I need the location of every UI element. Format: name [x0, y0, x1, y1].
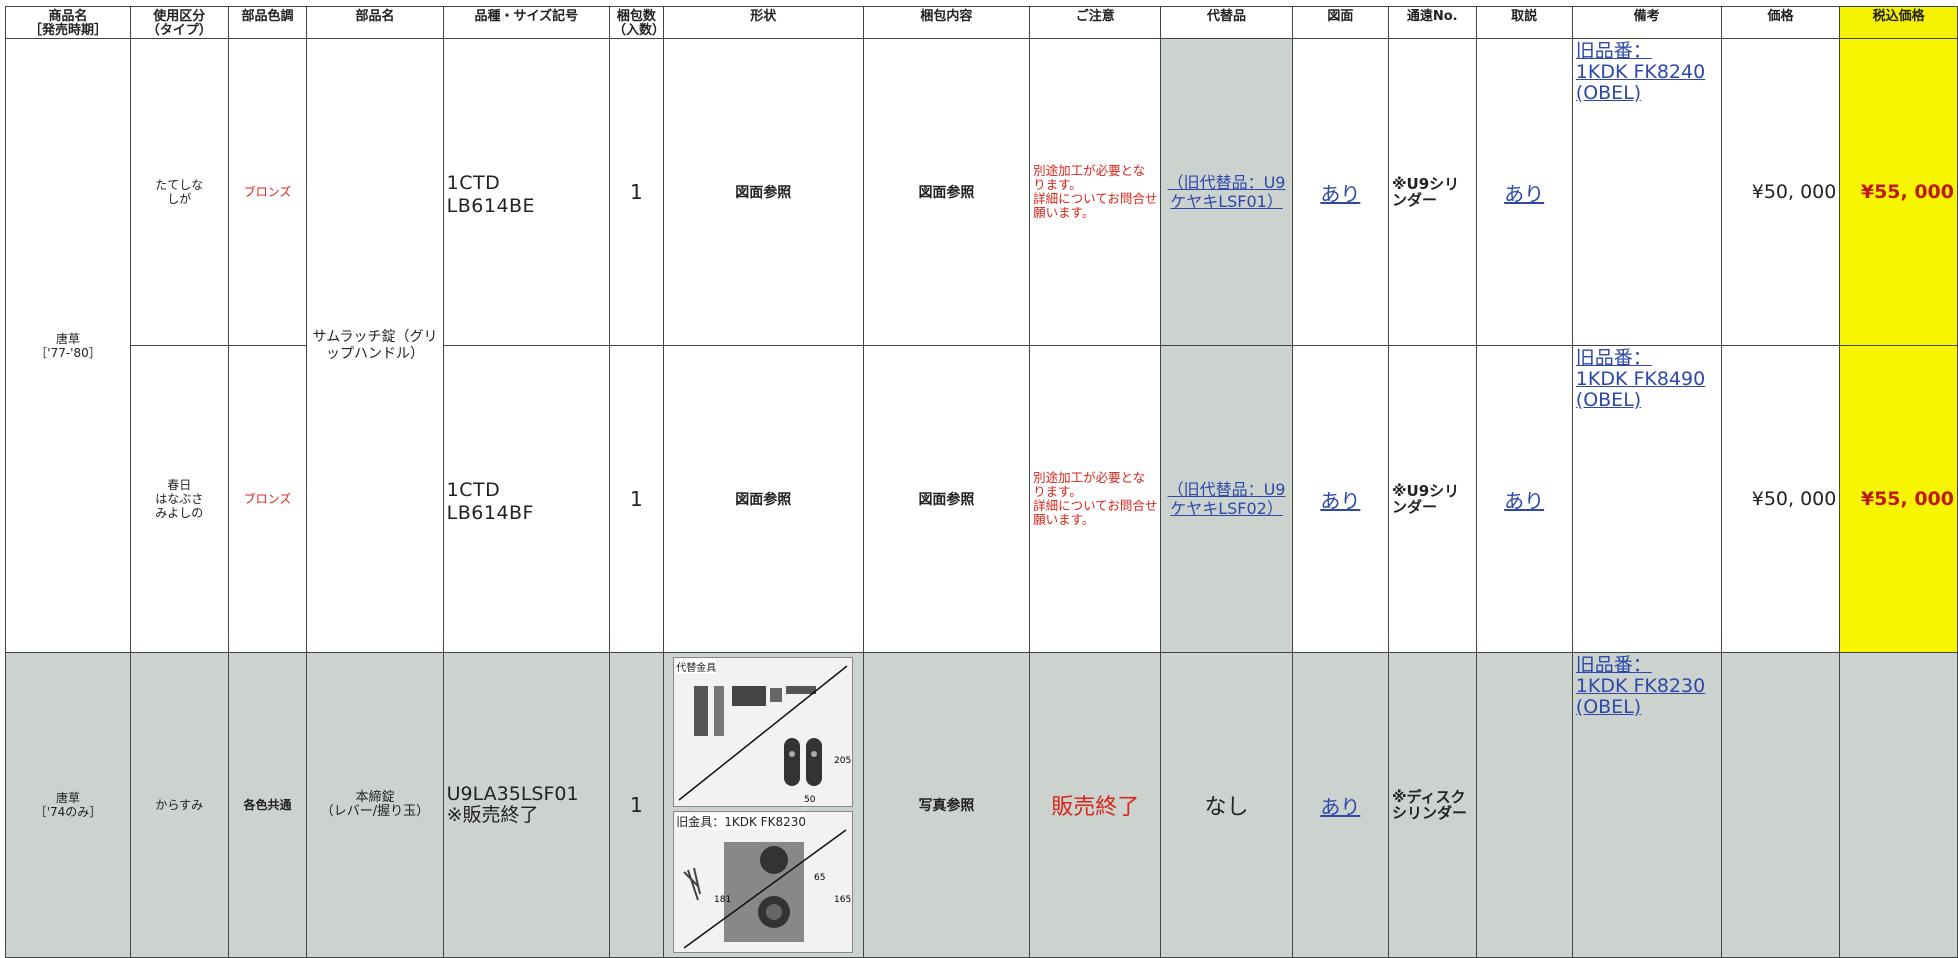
dim-label: 205: [834, 756, 851, 766]
old-hardware-drawing: 181 65 165: [683, 829, 851, 949]
table-row: 春日 はなぶさ みよしの ブロンズ 1CTD LB614BF 1 図面参照 図面…: [6, 345, 1958, 653]
price-cell: ¥50, 000: [1720, 345, 1841, 653]
price-cell: [1720, 652, 1841, 958]
part-name-cell: 本締錠 （レバー/握り玉）: [306, 652, 444, 958]
contents-cell: 図面参照: [862, 38, 1031, 346]
tax-price-cell: ¥55, 000: [1839, 345, 1958, 653]
manual-link[interactable]: あり: [1504, 181, 1545, 206]
contents-cell: 写真参照: [862, 652, 1031, 958]
type-cell: 春日 はなぶさ みよしの: [130, 345, 229, 653]
table-row: 唐草 ［'74のみ］ からすみ 各色共通 本締錠 （レバー/握り玉） U9LA3…: [4, 652, 1958, 958]
part-name-cell: サムラッチ錠（グリップハンドル）: [306, 38, 444, 653]
code-cell: U9LA35LSF01 ※販売終了: [442, 652, 610, 958]
dim-label: 165: [834, 895, 851, 905]
type-cell: からすみ: [130, 652, 229, 958]
qty-cell: 1: [608, 38, 664, 346]
photo-label-top: 代替金具: [676, 659, 717, 674]
substitute-link[interactable]: （旧代替品：U9ケヤキLSF02）: [1167, 480, 1286, 518]
header-remark: 備考: [1571, 6, 1722, 39]
replacement-hardware-photo: 代替金具 205 50: [673, 657, 854, 807]
header-shape: 形状: [662, 6, 864, 39]
substitute-cell: なし: [1160, 652, 1293, 958]
header-code: 品種・サイズ記号: [442, 6, 610, 39]
qty-cell: 1: [608, 652, 664, 958]
manual-cell: あり: [1475, 38, 1573, 346]
contents-cell: 図面参照: [862, 345, 1031, 653]
caution-cell: 別途加工が必要となります。 詳細についてお問合せ願います。: [1029, 38, 1162, 346]
hardware-photos: 代替金具 205 50: [673, 657, 854, 953]
product-name-cell: 唐草 ［'77-'80］: [4, 38, 132, 653]
drawing-link[interactable]: あり: [1320, 181, 1361, 206]
drawing-cell: あり: [1291, 652, 1389, 958]
manual-cell: [1475, 652, 1573, 958]
manual-cell: あり: [1475, 345, 1573, 653]
cylinder-cell: ※U9シリンダー: [1387, 345, 1477, 653]
drawing-cell: あり: [1291, 345, 1389, 653]
caution-cell: 販売終了: [1029, 652, 1162, 958]
remark-link[interactable]: 旧品番： 1KDK FK8240 (OBEL): [1575, 40, 1706, 104]
product-name-cell: 唐草 ［'74のみ］: [4, 652, 132, 958]
header-manual: 取説: [1475, 6, 1573, 39]
type-cell: たてしな しが: [130, 38, 229, 346]
drawing-cell: あり: [1291, 38, 1389, 346]
drawing-link[interactable]: あり: [1320, 794, 1361, 819]
remark-cell: 旧品番： 1KDK FK8230 (OBEL): [1571, 652, 1722, 958]
header-part-name: 部品名: [306, 6, 444, 39]
header-price: 価格: [1720, 6, 1841, 39]
header-type: 使用区分 （タイプ）: [130, 6, 229, 39]
color-cell: ブロンズ: [227, 38, 308, 346]
cylinder-cell: ※U9シリンダー: [1387, 38, 1477, 346]
remark-cell: 旧品番： 1KDK FK8490 (OBEL): [1571, 345, 1722, 653]
header-tax-price: 税込価格: [1839, 6, 1958, 39]
header-contents: 梱包内容: [862, 6, 1031, 39]
tax-price-cell: ¥55, 000: [1839, 38, 1958, 346]
qty-cell: 1: [608, 345, 664, 653]
header-drawing: 図面: [1291, 6, 1389, 39]
shape-photo-cell: 代替金具 205 50: [662, 652, 864, 958]
header-product: 商品名 ［発売時期］: [4, 6, 132, 39]
price-cell: ¥50, 000: [1720, 38, 1841, 346]
color-cell: 各色共通: [227, 652, 308, 958]
dim-label: 181: [714, 895, 731, 905]
header-caution: ご注意: [1029, 6, 1162, 39]
header-substitute: 代替品: [1160, 6, 1293, 39]
shape-cell: 図面参照: [662, 38, 864, 346]
shape-cell: 図面参照: [662, 345, 864, 653]
cylinder-cell: ※ディスクシリンダー: [1387, 652, 1477, 958]
color-cell: ブロンズ: [227, 345, 308, 653]
part-name-text: サムラッチ錠（グリップハンドル）: [312, 328, 438, 362]
old-hardware-photo: 旧金具：1KDK FK8230 181 65 165: [673, 811, 854, 953]
code-cell: 1CTD LB614BF: [442, 345, 610, 653]
substitute-cell: （旧代替品：U9ケヤキLSF01）: [1160, 38, 1293, 346]
caution-cell: 別途加工が必要となります。 詳細についてお問合せ願います。: [1029, 345, 1162, 653]
substitute-link[interactable]: （旧代替品：U9ケヤキLSF01）: [1167, 173, 1286, 211]
code-cell: 1CTD LB614BE: [442, 38, 610, 346]
remark-link[interactable]: 旧品番： 1KDK FK8490 (OBEL): [1575, 347, 1706, 411]
dim-label: 65: [814, 873, 825, 883]
remark-link[interactable]: 旧品番： 1KDK FK8230 (OBEL): [1575, 654, 1706, 718]
header-row: 商品名 ［発売時期］ 使用区分 （タイプ） 部品色調 部品名 品種・サイズ記号 …: [4, 6, 1958, 39]
table-row: 唐草 ［'77-'80］ たてしな しが ブロンズ サムラッチ錠（グリップハンド…: [4, 38, 1958, 653]
drawing-link[interactable]: あり: [1320, 488, 1361, 513]
tax-price-cell: [1839, 652, 1958, 958]
dim-label: 50: [804, 795, 816, 804]
header-color: 部品色調: [227, 6, 308, 39]
header-qty: 梱包数 （入数）: [608, 6, 664, 39]
parts-table: 商品名 ［発売時期］ 使用区分 （タイプ） 部品色調 部品名 品種・サイズ記号 …: [4, 6, 1958, 958]
remark-cell: 旧品番： 1KDK FK8240 (OBEL): [1571, 38, 1722, 346]
manual-link[interactable]: あり: [1504, 488, 1545, 513]
header-cylinder: 通遠No.: [1387, 6, 1477, 39]
photo-label-bottom: 旧金具：1KDK FK8230: [676, 813, 806, 830]
substitute-cell: （旧代替品：U9ケヤキLSF02）: [1160, 345, 1293, 653]
replacement-hardware-drawing: 205 50: [678, 665, 851, 805]
